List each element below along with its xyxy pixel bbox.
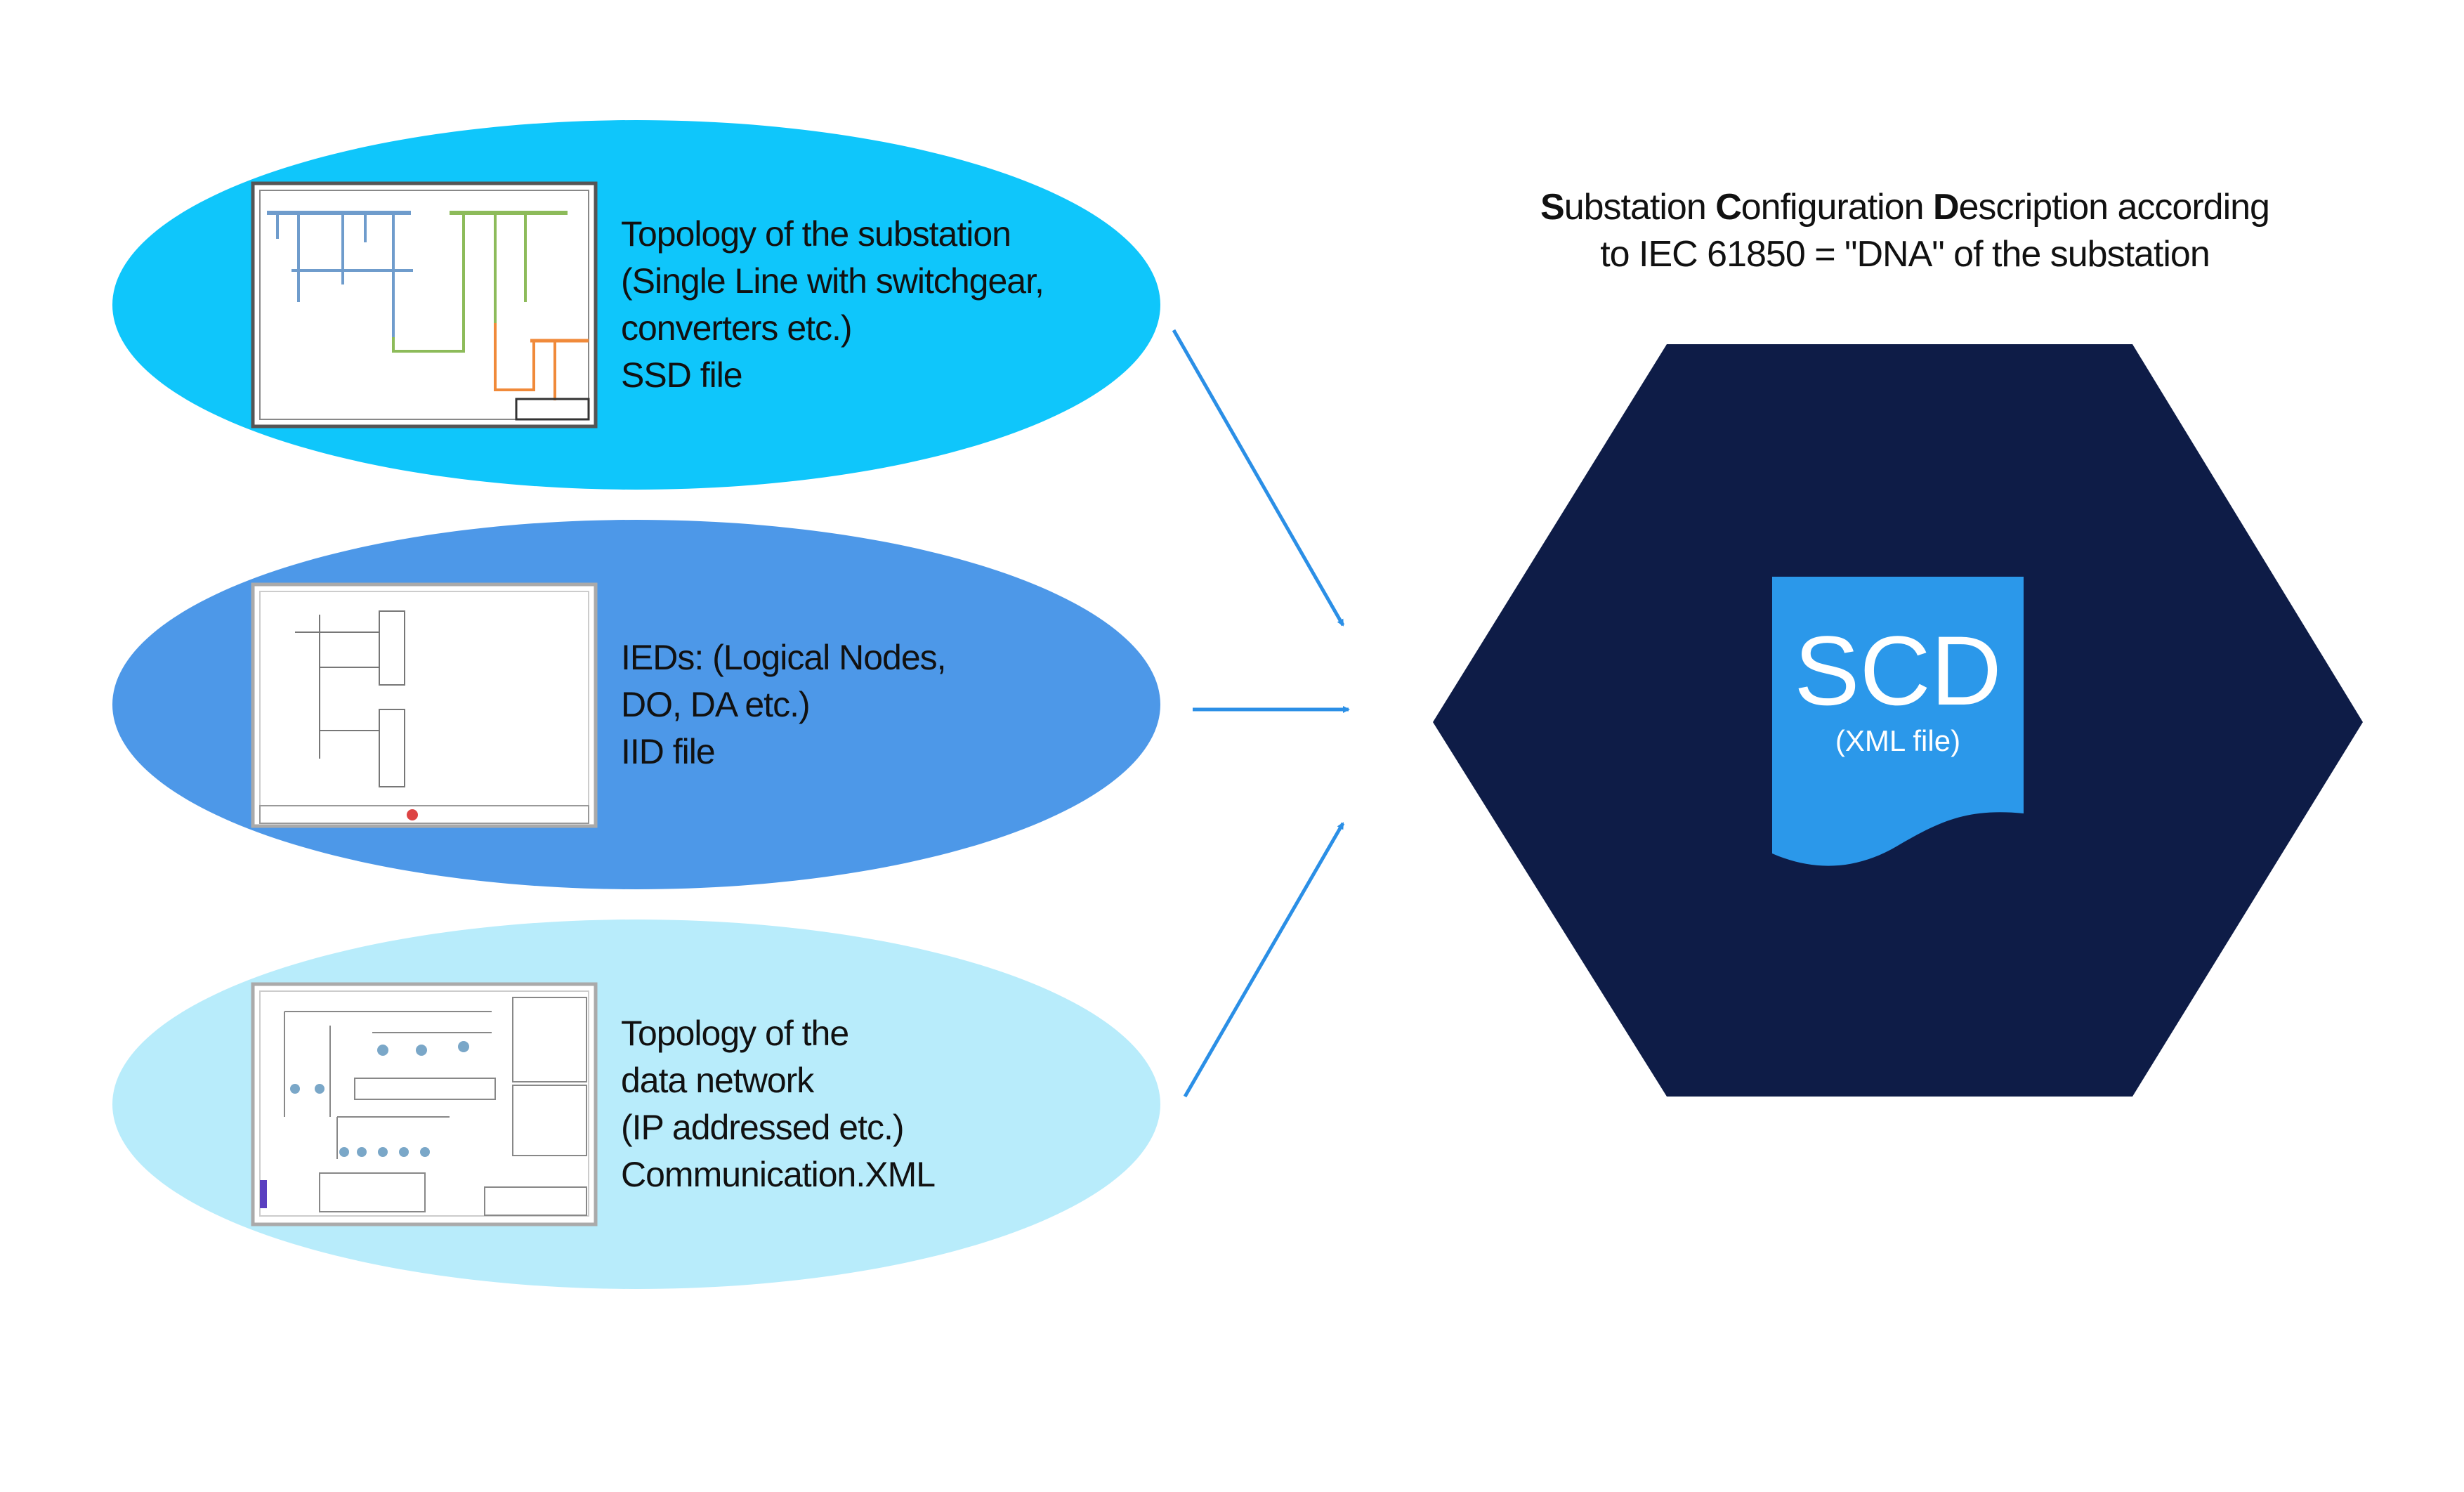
title-word: escription according — [1958, 187, 2270, 228]
communication-line: Topology of the — [621, 1014, 849, 1053]
network-diagram-thumbnail — [251, 982, 598, 1226]
iid-description: IEDs: (Logical Nodes, DO, DA etc.) IID f… — [621, 634, 947, 776]
communication-line: data network — [621, 1061, 814, 1100]
ssd-line: (Single Line with switchgear, — [621, 261, 1044, 301]
title-initial: C — [1715, 187, 1742, 228]
ied-diagram-thumbnail — [251, 582, 598, 828]
iid-line: IID file — [621, 732, 716, 771]
scd-sublabel: (XML file) — [1835, 724, 1961, 757]
title-line-2: to IEC 61850 = "DNA" of the substation — [1600, 234, 2210, 275]
title-line-1: Substation Configuration Description acc… — [1483, 184, 2326, 231]
diagram-title: Substation Configuration Description acc… — [1483, 184, 2326, 278]
arrow-communication-to-scd — [1183, 822, 1345, 1098]
scd-label: SCD — [1794, 615, 2002, 726]
title-initial: S — [1540, 187, 1565, 228]
title-word: onfiguration — [1741, 187, 1933, 228]
title-initial: D — [1932, 187, 1960, 228]
ssd-line: Topology of the substation — [621, 214, 1011, 254]
single-line-diagram-thumbnail — [251, 181, 598, 428]
iid-line: DO, DA etc.) — [621, 685, 811, 724]
communication-description: Topology of the data network (IP address… — [621, 1010, 936, 1198]
ssd-line: converters etc.) — [621, 308, 853, 348]
iid-line: IEDs: (Logical Nodes, — [621, 638, 947, 677]
communication-line: Communication.XML — [621, 1155, 936, 1194]
title-word: ubstation — [1564, 187, 1716, 228]
xml-document-icon — [1772, 577, 2024, 866]
arrow-ssd-to-scd — [1172, 329, 1345, 627]
scd-label-block: SCD (XML file) — [1772, 618, 2024, 759]
ssd-description: Topology of the substation (Single Line … — [621, 211, 1044, 399]
communication-line: (IP addressed etc.) — [621, 1108, 905, 1147]
ssd-line: SSD file — [621, 355, 743, 395]
